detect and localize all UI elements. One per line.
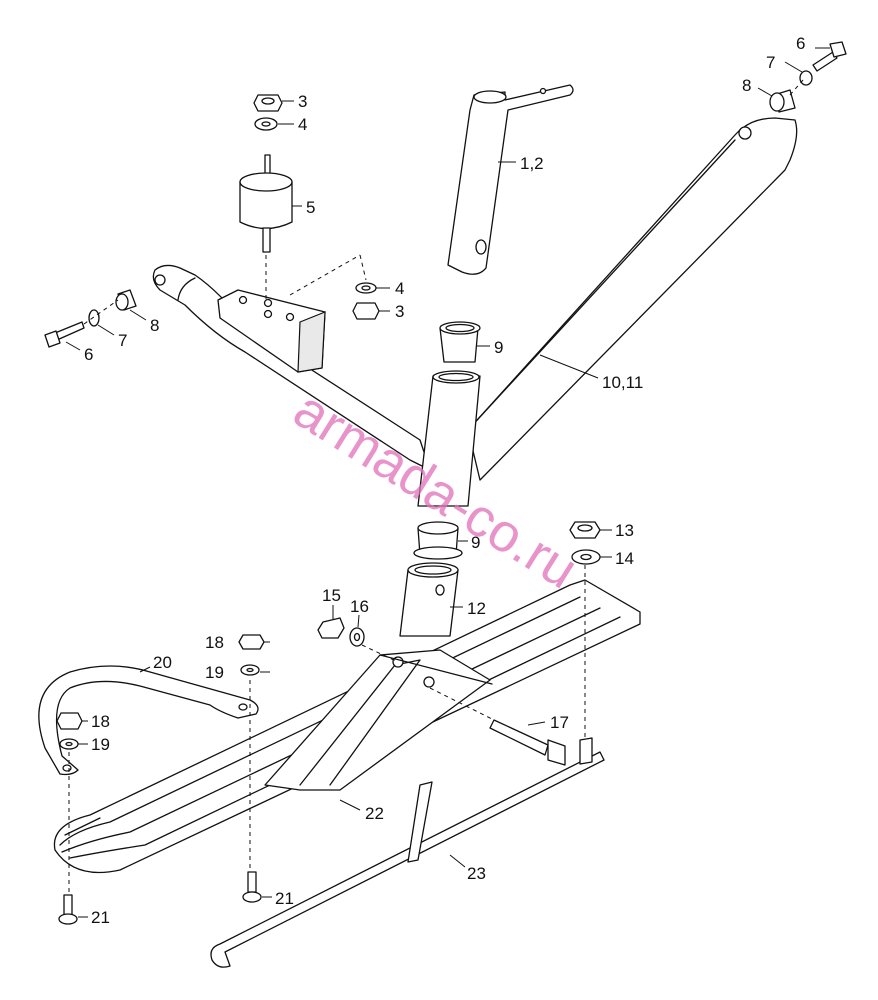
upper-bushing: [439, 321, 481, 363]
steering-spindle: [447, 84, 574, 275]
label-15: 15: [322, 586, 341, 605]
ski-handle: [38, 665, 259, 776]
label-6-left: 6: [84, 345, 93, 364]
label-6-right: 6: [796, 34, 805, 53]
label-1-2: 1,2: [520, 154, 544, 173]
label-18-top: 18: [205, 633, 224, 652]
label-14: 14: [615, 549, 634, 568]
ski: [53, 579, 641, 874]
label-8-right: 8: [742, 76, 751, 95]
part-labels: 1,2 3 4 5 4 3 6 7 8 6 7 8 9 10,11 9 12 1…: [84, 34, 805, 927]
label-9-top: 9: [494, 338, 503, 357]
label-19-top: 19: [205, 663, 224, 682]
label-19-lower: 19: [91, 735, 110, 754]
label-3-top: 3: [298, 92, 307, 111]
label-5: 5: [306, 198, 315, 217]
label-22: 22: [365, 804, 384, 823]
label-10-11: 10,11: [602, 373, 643, 392]
label-21-right: 21: [275, 889, 294, 908]
label-21-left: 21: [91, 908, 110, 927]
spindle-tube: [417, 370, 481, 507]
hardware: [44, 41, 847, 925]
label-9-bottom: 9: [471, 533, 480, 552]
ski-sleeve: [399, 562, 459, 637]
label-4-top: 4: [298, 115, 307, 134]
label-4-right: 4: [395, 279, 404, 298]
lower-bushing: [413, 521, 463, 560]
label-7-left: 7: [118, 331, 127, 350]
label-23: 23: [467, 864, 486, 883]
label-7-right: 7: [766, 53, 775, 72]
label-3-right: 3: [395, 302, 404, 321]
label-8-left: 8: [150, 316, 159, 335]
assembly-lines: [68, 79, 804, 892]
leader-lines: [65, 47, 830, 918]
label-17: 17: [550, 713, 569, 732]
bolt-17: [429, 687, 566, 766]
label-16: 16: [350, 597, 369, 616]
wear-bar: [210, 737, 605, 968]
label-18-lower: 18: [91, 712, 110, 731]
label-20: 20: [153, 653, 172, 672]
label-12: 12: [467, 599, 486, 618]
a-frame-arm: [152, 117, 798, 481]
label-13: 13: [615, 521, 634, 540]
